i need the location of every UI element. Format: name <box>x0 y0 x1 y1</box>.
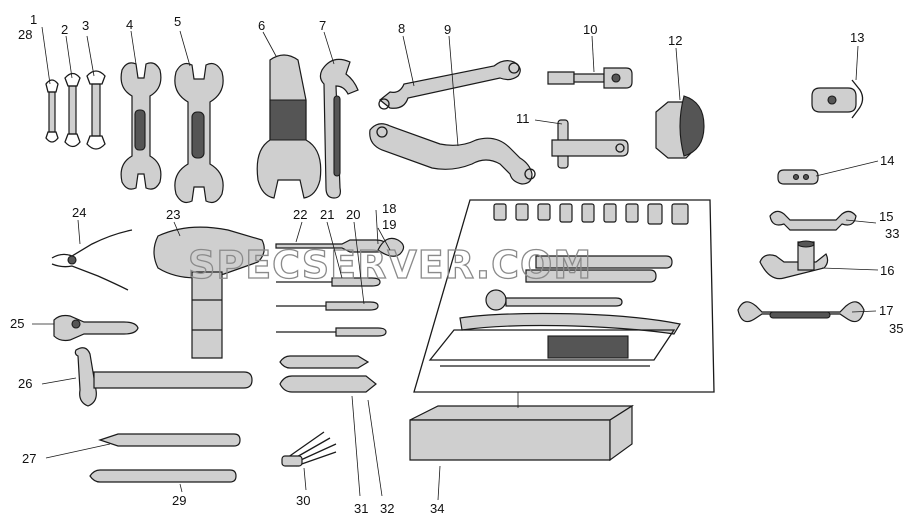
callout-7: 7 <box>319 18 326 33</box>
callout-14: 14 <box>880 153 894 168</box>
socket-spanner-10 <box>547 67 633 89</box>
callout-13: 13 <box>850 30 864 45</box>
screwdriver-20 <box>276 301 379 311</box>
drift-27 <box>98 433 241 447</box>
callout-10: 10 <box>583 22 597 37</box>
callout-18: 18 <box>382 201 396 216</box>
screwdriver-19 <box>276 327 387 337</box>
box-34 <box>409 404 635 462</box>
hub-wrench-12 <box>655 95 705 159</box>
callout-4: 4 <box>126 17 133 32</box>
callout-19: 19 <box>382 217 396 232</box>
callout-30: 30 <box>296 493 310 508</box>
callout-16: 16 <box>880 263 894 278</box>
callout-21: 21 <box>320 207 334 222</box>
wrench-15 <box>769 210 857 231</box>
wrench-4 <box>120 62 162 190</box>
callout-17: 17 <box>879 303 893 318</box>
ring-spanner-8 <box>378 60 521 110</box>
callout-11: 11 <box>516 111 530 126</box>
spanner-6 <box>256 54 322 199</box>
t-wrench-11 <box>551 119 629 169</box>
screwdriver-21 <box>276 277 381 287</box>
tool-18 <box>377 237 405 257</box>
callout-31: 31 <box>354 501 368 516</box>
hammer-23 <box>153 226 265 359</box>
ring-spanner-9 <box>369 123 536 185</box>
callout-34: 34 <box>430 501 444 516</box>
chisel-31 <box>279 355 370 369</box>
wrench-17 <box>737 301 865 323</box>
adjustable-wrench-7 <box>319 58 359 199</box>
callout-3: 3 <box>82 18 89 33</box>
sockets-row <box>493 203 689 225</box>
callout-12: 12 <box>668 33 682 48</box>
drift-29 <box>89 469 237 483</box>
callout-5: 5 <box>174 14 181 29</box>
callout-1: 1 <box>30 12 37 27</box>
callout-33: 33 <box>885 226 899 241</box>
callout-25: 25 <box>10 316 24 331</box>
pliers-24 <box>51 229 133 291</box>
chisel-32 <box>279 375 377 393</box>
pliers-25 <box>53 314 139 342</box>
hammer-26 <box>74 347 253 407</box>
callout-6: 6 <box>258 18 265 33</box>
callout-22: 22 <box>293 207 307 222</box>
feeler-gauge-30 <box>281 431 337 467</box>
callout-24: 24 <box>72 205 86 220</box>
callout-26: 26 <box>18 376 32 391</box>
callout-labels: 1 28 2 3 4 5 6 7 8 9 10 11 12 13 14 15 3… <box>10 12 903 516</box>
callout-15: 15 <box>879 209 893 224</box>
callout-32: 32 <box>380 501 394 516</box>
tool-13 <box>811 79 864 119</box>
wrench-1 <box>45 79 59 143</box>
tool-14 <box>777 169 819 185</box>
callout-28: 28 <box>18 27 32 42</box>
callout-27: 27 <box>22 451 36 466</box>
wrench-3 <box>86 70 106 150</box>
special-wrench-16 <box>759 240 829 280</box>
callout-8: 8 <box>398 21 405 36</box>
socket-set-tray <box>413 199 715 393</box>
callout-23: 23 <box>166 207 180 222</box>
wrench-2 <box>64 72 81 148</box>
leader-lines <box>32 26 879 501</box>
callout-2: 2 <box>61 22 68 37</box>
callout-29: 29 <box>172 493 186 508</box>
callout-20: 20 <box>346 207 360 222</box>
wrench-5 <box>174 62 224 204</box>
callout-35: 35 <box>889 321 903 336</box>
callout-9: 9 <box>444 22 451 37</box>
